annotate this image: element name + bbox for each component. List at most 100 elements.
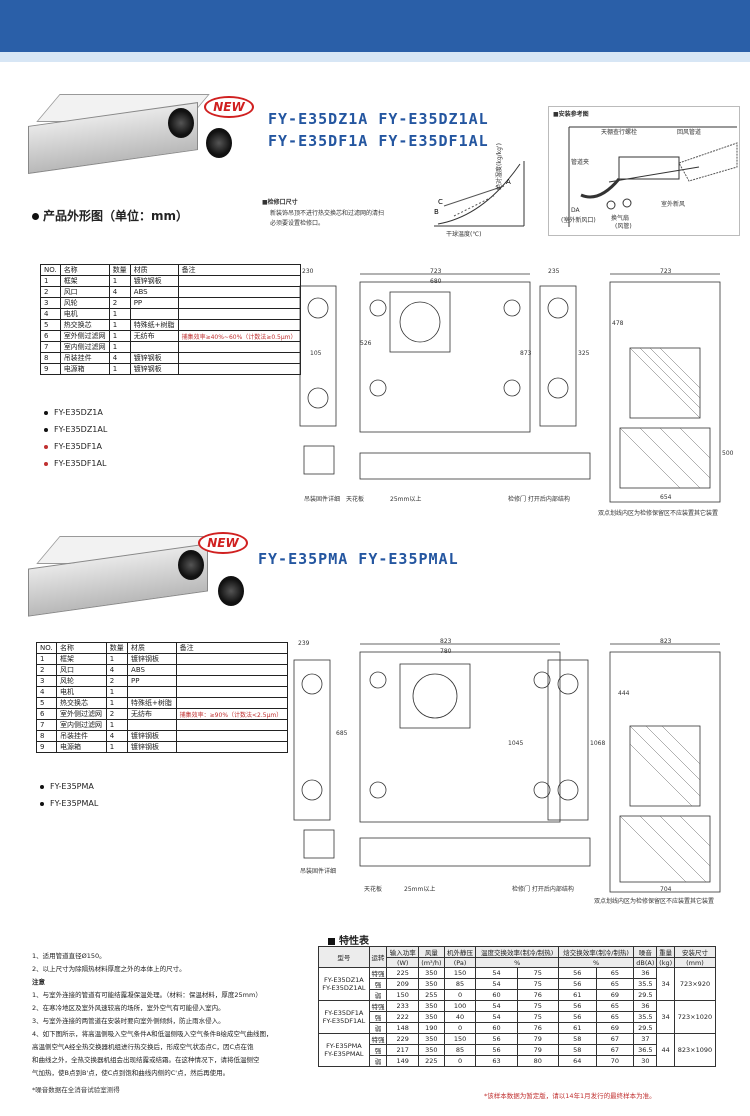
spec-cell: 225 [418,1055,445,1067]
parts-cell-name: 电机 [59,308,110,320]
parts-cell-name: 电源箱 [59,363,110,375]
model-list-1: FY-E35DZ1A FY-E35DZ1AL FY-E35DF1A FY-E35… [44,404,107,472]
parts-cell-qty: 2 [105,675,129,687]
parts-cell-name: 风轮 [55,675,107,687]
spec-size-cell: 723×920 [673,967,717,1001]
parts-cell-qty: 2 [108,297,131,309]
parts-cell-qty: 2 [105,708,129,720]
spec-cell: 80 [516,1055,559,1067]
col-mat: 材质 [127,642,177,654]
spec-cell: 65 [595,978,635,990]
spec-size-cell: 723×1020 [673,1000,717,1034]
section1-models: FY-E35DZ1A FY-E35DZ1AL FY-E35DF1A FY-E35… [268,110,489,150]
note-line: 2、在寒冷地区及室外风速较高的场所，室外空气有可能侵入室内。 [32,1004,225,1012]
dimension-drawing-2 [293,643,721,893]
col-no: NO. [36,642,57,654]
dim2-side-bottom: 704 [660,886,672,893]
spec-cell: 特强 [368,1033,388,1045]
parts-cell-no: 5 [40,319,61,331]
spec-cell: 40 [443,1011,477,1023]
spec-col-air: 风量 [418,946,445,958]
spec-cell: 65 [595,1011,635,1023]
parts-cell-mat [127,686,177,698]
psychro-axis-y: 绝对湿度(kg/kg') [496,143,503,190]
parts-cell-name: 风口 [55,664,107,676]
dim2-plan-depth: 685 [336,730,348,737]
model-item: FY-E35DZ1AL [44,421,107,438]
model-item: FY-E35DF1A [44,438,107,455]
spec-cell: 64 [557,1055,597,1067]
col-mat: 材质 [129,264,179,276]
spec-cell: 75 [516,1011,559,1023]
spec-col-pressure: 机外静压 [443,946,477,958]
spec-col-temp-eff: 温度交换效率(制冷/制热) [475,946,559,958]
parts-cell-name: 电源箱 [55,741,107,753]
svg-text:A: A [506,178,511,186]
spec-cell: 190 [418,1022,445,1034]
parts-cell-mat: ABS [129,286,179,298]
parts-cell-qty: 1 [105,741,129,753]
parts-cell-name: 电机 [55,686,107,698]
spec-cell: 233 [386,1000,420,1012]
dim-side-width: 723 [660,268,672,275]
spec-cell: 70 [595,1055,635,1067]
spec-weight-cell: 44 [656,1033,675,1067]
parts-cell-mat [129,341,179,353]
spec-cell: 56 [475,1044,518,1056]
spec-cell: 弱 [368,1022,388,1034]
parts-cell-note [175,686,289,698]
spec-col-enth-eff: 焓交换效率(制冷/制热) [557,946,635,958]
note-line: 和曲线之外，全热交换器机组会出现结露或结霜。在这种情况下，请将低温侧空 [32,1056,260,1064]
spec-cell: 149 [386,1055,420,1067]
spec-cell: 56 [557,967,597,979]
spec-cell: 弱 [368,1055,388,1067]
parts-cell-mat: 镀锌钢板 [127,741,177,753]
note-line: 气加热，使B点到B'点，使C点到饱和曲线内侧的C'点，然后再使用。 [32,1069,230,1077]
spec-col-weight: 重量 [656,946,675,958]
spec-cell: 54 [475,967,518,979]
spec-col-power: 输入功率 [386,946,420,958]
spec-cell: 36 [633,967,658,979]
parts-cell-mat: 镀锌钢板 [129,275,179,287]
parts-cell-qty: 4 [108,352,131,364]
dim-plan-left: 230 [302,268,314,275]
dim-side-top: 478 [612,320,624,327]
parts-cell-no: 3 [36,675,57,687]
col-qty: 数量 [105,642,129,654]
spec-cell: 63 [475,1055,518,1067]
psychro-axis-x: 干球温度(℃) [446,231,482,238]
parts-cell-name: 吊装挂件 [55,730,107,742]
parts-cell-no: 9 [40,363,61,375]
col-no: NO. [40,264,61,276]
note-line: 1、适用管道直径Ø150。 [32,952,106,960]
drawing-label-door: 检修门 打开后内部结构 [508,496,570,503]
parts-cell-mat: 特殊纸+树脂 [129,319,179,331]
parts-cell-qty: 1 [105,653,129,665]
col-note: 备注 [175,642,289,654]
parts-cell-name: 室外侧过滤网 [59,330,110,342]
parts-cell-name: 框架 [59,275,110,287]
note-line: 1、与室外连接的管道有可能结露凝保温处理。（材料：保温材料，厚度25mm） [32,991,262,999]
spec-cell: 69 [595,989,635,1001]
parts-cell-no: 8 [36,730,57,742]
dim-side-mid: 325 [578,350,590,357]
header-bar [0,0,750,52]
spec-cell: 37 [633,1033,658,1045]
spec-cell: 350 [418,1033,445,1045]
parts-cell-note [177,275,301,287]
spec-cell: 75 [516,967,559,979]
spec-cell: 35.5 [633,978,658,990]
model-item: FY-E35DF1AL [44,455,107,472]
parts-cell-mat: 镀锌钢板 [127,730,177,742]
parts-cell-qty: 4 [108,286,131,298]
spec-cell: 58 [557,1044,597,1056]
note-line: 注意 [32,978,45,986]
